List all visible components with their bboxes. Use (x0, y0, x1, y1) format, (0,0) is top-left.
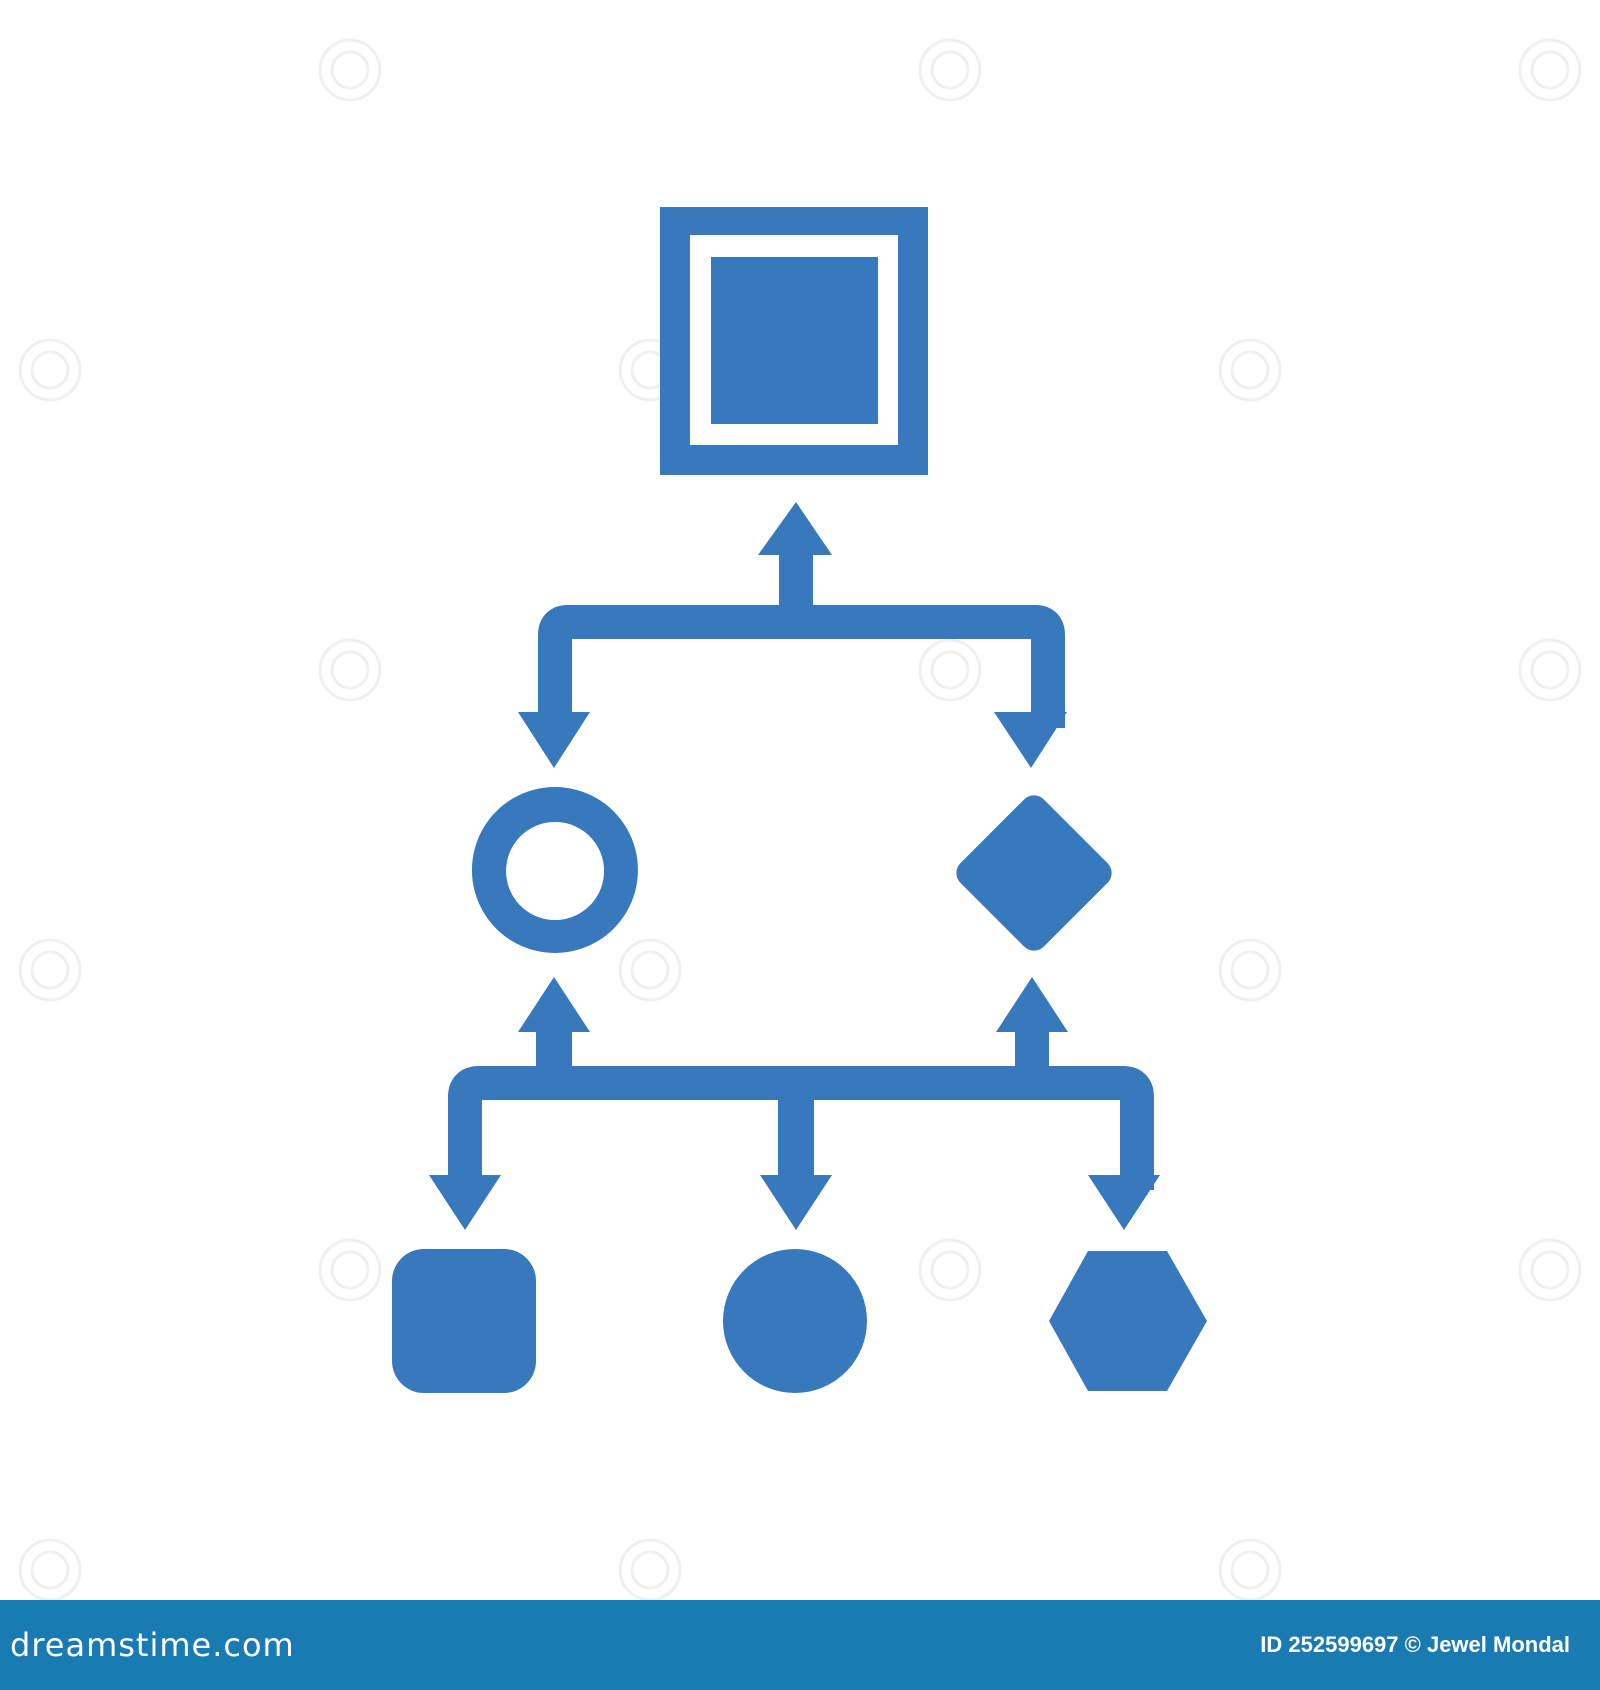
footer-bar: dreamstime.com ID 252599697 © Jewel Mond… (0, 1600, 1600, 1690)
node-mid-right-diamond (956, 795, 1112, 951)
flowchart-diagram (18, 38, 1582, 1600)
arrow-down-to-ring (518, 712, 590, 768)
arrow-up-to-top (758, 502, 832, 622)
image-credit: ID 252599697 © Jewel Mondal (1260, 1632, 1570, 1657)
brand-logo-text[interactable]: dreamstime.com (10, 1626, 295, 1664)
node-bottom-left-rounded-square (392, 1249, 536, 1393)
node-bottom-center-circle (723, 1249, 867, 1393)
branch-connector-upper (538, 605, 1065, 728)
arrow-down-to-diamond (994, 712, 1067, 768)
node-bottom-right-hexagon (1049, 1251, 1207, 1391)
node-mid-left-ring (471, 787, 638, 953)
arrow-down-to-circle (760, 1175, 832, 1230)
arrow-down-to-rounded-square (429, 1175, 501, 1230)
node-top-square (660, 207, 928, 475)
arrow-down-to-hexagon (1088, 1175, 1160, 1230)
branch-connector-center-stem (778, 1083, 814, 1178)
